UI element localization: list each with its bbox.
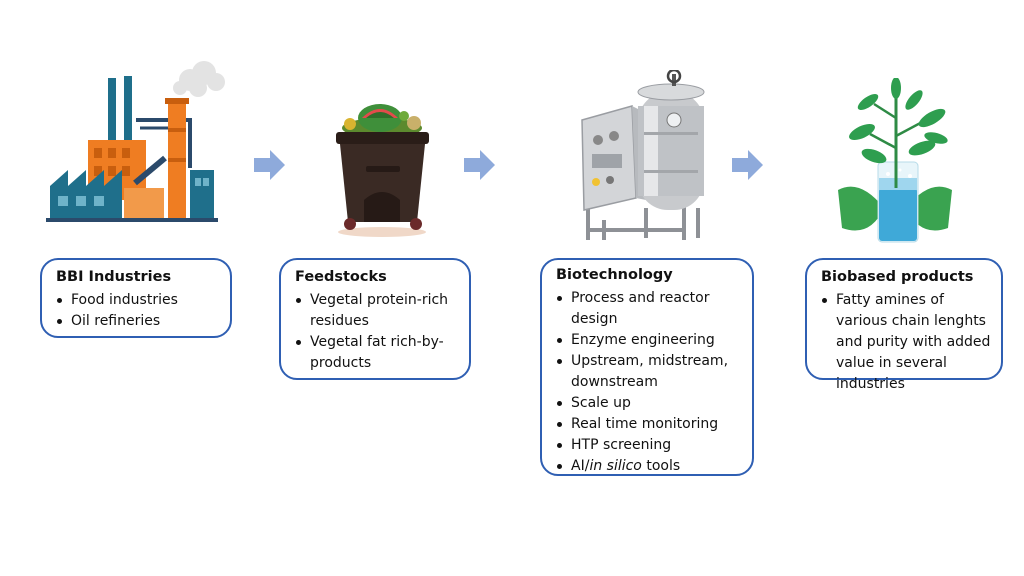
list-item: Fatty amines of various chain lenghts an… bbox=[821, 290, 991, 395]
bullet-list: Food industries Oil refineries bbox=[56, 290, 220, 332]
right-arrow-icon bbox=[464, 150, 495, 180]
list-item: AI/in silico tools bbox=[556, 456, 742, 477]
biobased-products-box: Biobased products Fatty amines of variou… bbox=[805, 258, 1003, 392]
feedstocks-box: Feedstocks Vegetal protein-rich residues… bbox=[279, 258, 471, 380]
list-item: Food industries bbox=[56, 290, 220, 311]
waste-bin-icon bbox=[336, 104, 429, 237]
bullet-list: Vegetal protein-rich residues Vegetal fa… bbox=[295, 290, 459, 374]
list-item: Real time monitoring bbox=[556, 414, 742, 435]
right-arrow-icon bbox=[254, 150, 285, 180]
box-title: Feedstocks bbox=[295, 269, 387, 285]
list-item: Oil refineries bbox=[56, 311, 220, 332]
list-item-prefix: AI/ bbox=[571, 458, 590, 474]
list-item: Vegetal fat rich-by-products bbox=[295, 332, 459, 374]
plant-beaker-icon bbox=[838, 78, 952, 243]
list-item: Enzyme engineering bbox=[556, 330, 742, 351]
biotechnology-box: Biotechnology Process and reactor design… bbox=[540, 258, 754, 476]
list-item: Process and reactor design bbox=[556, 288, 742, 330]
bullet-list: Fatty amines of various chain lenghts an… bbox=[821, 290, 991, 395]
list-item: HTP screening bbox=[556, 435, 742, 456]
box-title: Biobased products bbox=[821, 269, 974, 285]
list-item: Vegetal protein-rich residues bbox=[295, 290, 459, 332]
box-title: BBI Industries bbox=[56, 269, 172, 285]
bioreactor-icon bbox=[581, 70, 705, 240]
list-item-suffix: tools bbox=[641, 458, 681, 474]
factory-icon bbox=[46, 61, 225, 222]
list-item: Upstream, midstream, downstream bbox=[556, 351, 742, 393]
list-item: Scale up bbox=[556, 393, 742, 414]
box-title: Biotechnology bbox=[556, 267, 673, 283]
bbi-industries-box: BBI Industries Food industries Oil refin… bbox=[40, 258, 232, 338]
bullet-list: Process and reactor design Enzyme engine… bbox=[556, 288, 742, 477]
right-arrow-icon bbox=[732, 150, 763, 180]
list-item-italic: in silico bbox=[589, 458, 642, 474]
